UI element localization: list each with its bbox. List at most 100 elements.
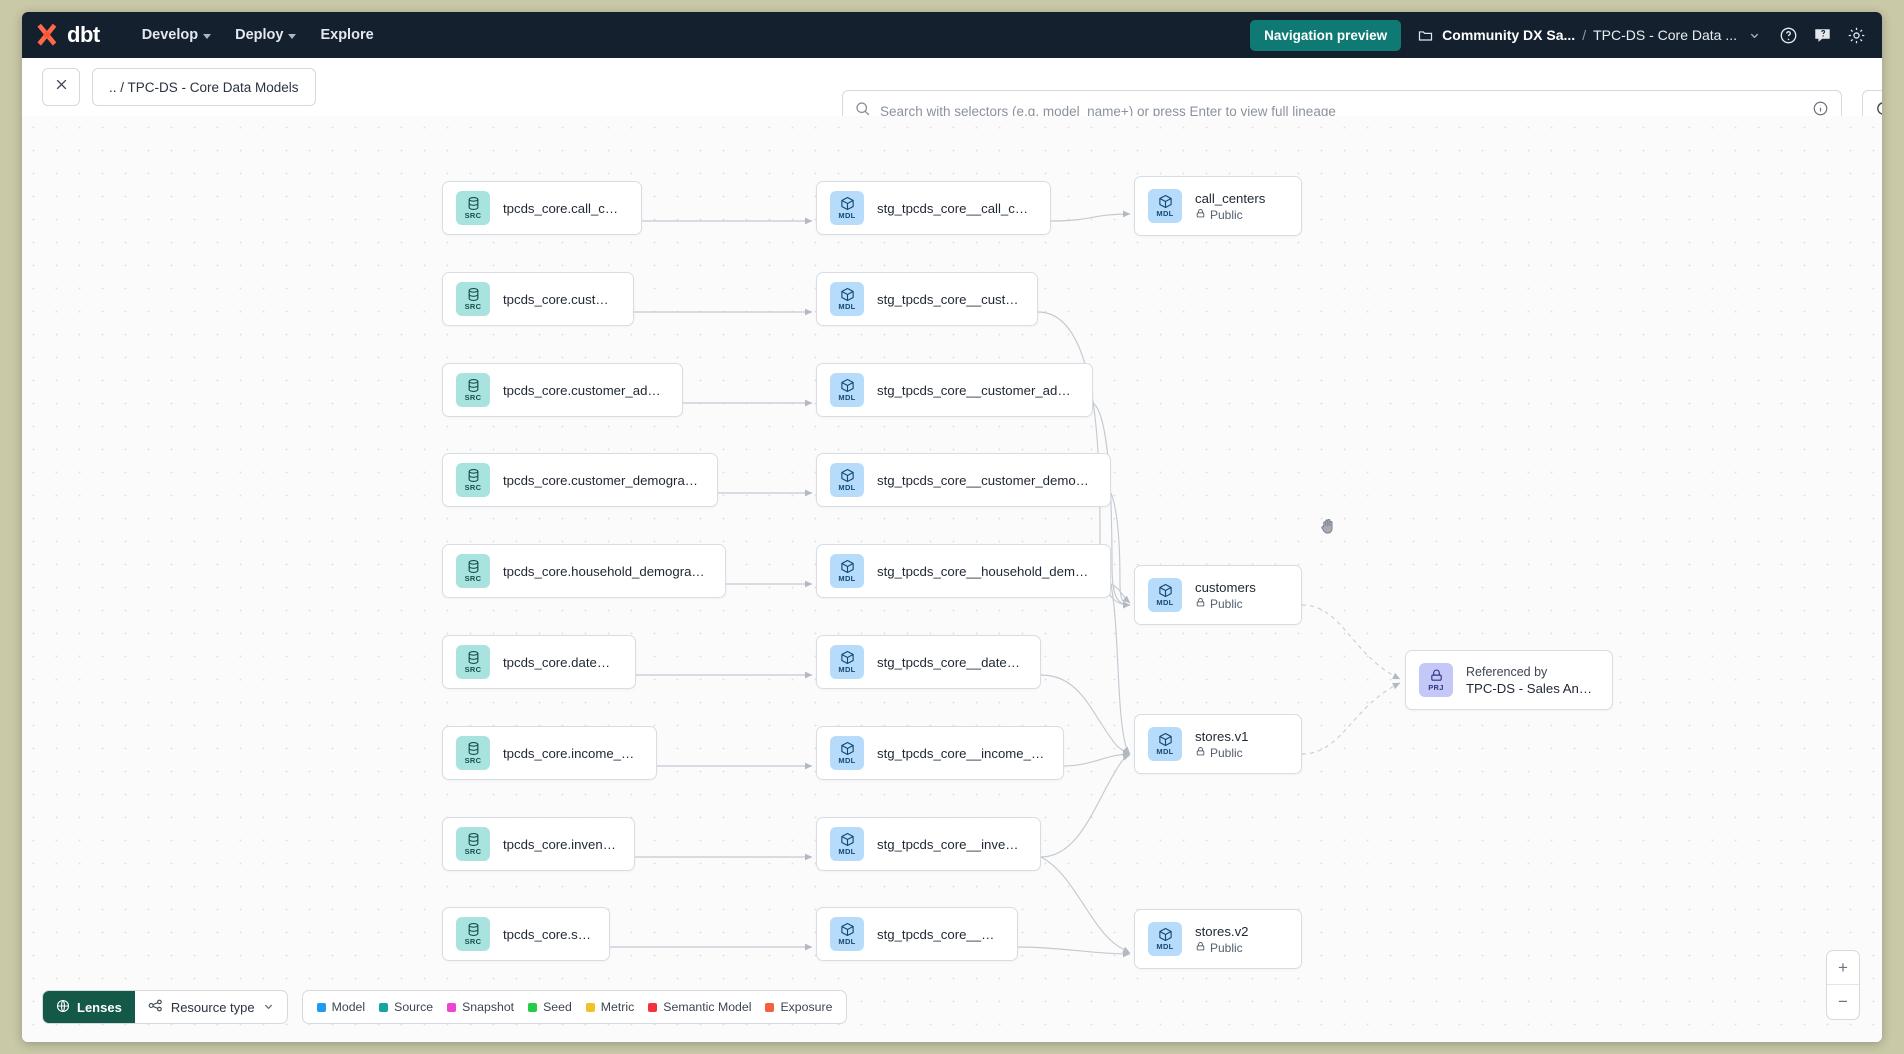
chevron-down-icon (288, 33, 297, 39)
chevron-down-icon (203, 33, 212, 39)
nav-item-explore-label: Explore (320, 27, 374, 43)
mdl-badge-icon: MDL (830, 645, 864, 679)
legend-item-snapshot[interactable]: Snapshot (447, 1000, 514, 1014)
lineage-node-title: tpcds_core.customer_demographics (503, 472, 699, 488)
navigation-preview-button[interactable]: Navigation preview (1250, 19, 1402, 51)
legend-label: Snapshot (462, 1000, 515, 1014)
lineage-node-text: stg_tpcds_core__call_center (877, 201, 1032, 216)
src-badge-icon: SRC (456, 373, 490, 407)
zoom-out-button[interactable]: − (1838, 992, 1848, 1011)
lineage-node-title: stg_tpcds_core__customer_demogra... (877, 472, 1092, 488)
lineage-node-title: tpcds_core.inventory (503, 836, 616, 852)
lineage-node-title: tpcds_core.household_demographics (503, 563, 707, 579)
lineage-node-text: stg_tpcds_core__income_band (877, 746, 1045, 761)
lineage-node-title: stores.v2 (1195, 923, 1249, 939)
app-window: dbt Develop Deploy Explore Navigation pr… (22, 12, 1882, 1042)
legend-swatch (447, 1002, 457, 1012)
legend-label: Exposure (780, 1000, 833, 1014)
refresh-icon (1875, 100, 1882, 122)
top-navigation-bar: dbt Develop Deploy Explore Navigation pr… (22, 12, 1882, 58)
dbt-logo[interactable]: dbt (34, 22, 100, 48)
lock-icon (1195, 746, 1206, 760)
lock-icon (1195, 208, 1206, 222)
zoom-in-button[interactable]: + (1827, 951, 1859, 985)
lineage-node-text: tpcds_core.customer (503, 292, 615, 307)
legend-label: Semantic Model (663, 1000, 752, 1014)
breadcrumb-pill[interactable]: .. / TPC-DS - Core Data Models (92, 68, 316, 106)
nav-item-develop[interactable]: Develop (130, 21, 223, 49)
lineage-node-text: stg_tpcds_core__customer (877, 292, 1019, 307)
lineage-node-text: tpcds_core.income_band (503, 746, 638, 761)
lineage-node-title: stg_tpcds_core__call_center (877, 200, 1032, 216)
nodes-icon (148, 998, 163, 1016)
lineage-node-source[interactable]: SRC tpcds_core.customer_demographics (442, 453, 718, 507)
breadcrumb-account[interactable]: Community DX Sa... (1442, 27, 1576, 43)
nav-item-deploy[interactable]: Deploy (223, 21, 308, 49)
nav-item-explore[interactable]: Explore (308, 21, 385, 49)
access-label: Public (1210, 207, 1243, 222)
legend-item-semantic-model[interactable]: Semantic Model (648, 1000, 751, 1014)
mdl-badge-icon: MDL (830, 191, 864, 225)
legend-item-seed[interactable]: Seed (528, 1000, 572, 1014)
lineage-node-pretitle: Referenced by (1466, 664, 1548, 679)
src-badge-icon: SRC (456, 463, 490, 497)
legend-swatch (379, 1002, 389, 1012)
legend-item-source[interactable]: Source (379, 1000, 433, 1014)
feedback-icon[interactable] (1812, 25, 1832, 45)
access-label: Public (1210, 596, 1243, 611)
lineage-node-text: stg_tpcds_core__date_dim (877, 655, 1022, 670)
info-icon[interactable] (1812, 100, 1829, 122)
lens-icon (56, 999, 70, 1016)
lineage-node-title: tpcds_core.date_dim (503, 654, 617, 670)
search-input[interactable] (880, 103, 1803, 119)
legend-item-metric[interactable]: Metric (585, 1000, 634, 1014)
mdl-badge-icon: MDL (1148, 189, 1182, 223)
help-circle-icon[interactable] (1778, 25, 1798, 45)
lineage-node-source[interactable]: SRC tpcds_core.customer_address (442, 363, 683, 417)
brand-text: dbt (67, 22, 100, 47)
lineage-node-access: Public (1195, 597, 1256, 611)
mdl-badge-icon: MDL (1148, 578, 1182, 612)
src-badge-icon: SRC (456, 736, 490, 770)
breadcrumb-project[interactable]: TPC-DS - Core Data ... (1593, 27, 1737, 43)
resource-type-dropdown[interactable]: Resource type (135, 991, 287, 1023)
src-badge-icon: SRC (456, 917, 490, 951)
lineage-node-text: tpcds_core.customer_address (503, 383, 664, 398)
chevron-down-icon[interactable] (1744, 25, 1764, 45)
lineage-node-title: stg_tpcds_core__household_demogr... (877, 563, 1092, 579)
breadcrumb-separator: / (1582, 27, 1587, 43)
lineage-node-model[interactable]: MDL stg_tpcds_core__date_dim (816, 635, 1041, 689)
lineage-node-source[interactable]: SRC tpcds_core.customer (442, 272, 634, 326)
lineage-node-model[interactable]: MDL stg_tpcds_core__call_center (816, 181, 1051, 235)
mdl-badge-icon: MDL (830, 917, 864, 951)
legend-item-exposure[interactable]: Exposure (765, 1000, 832, 1014)
lenses-button[interactable]: Lenses (43, 991, 135, 1023)
gear-icon[interactable] (1846, 25, 1866, 45)
lineage-node-title: stg_tpcds_core__customer_address (877, 382, 1074, 398)
lineage-node-text: stg_tpcds_core__household_demogr... (877, 564, 1092, 579)
legend-item-model[interactable]: Model (316, 1000, 365, 1014)
src-badge-icon: SRC (456, 282, 490, 316)
lineage-node-source[interactable]: SRC tpcds_core.income_band (442, 726, 657, 780)
lineage-edges (610, 210, 1401, 958)
close-button[interactable] (42, 68, 80, 106)
